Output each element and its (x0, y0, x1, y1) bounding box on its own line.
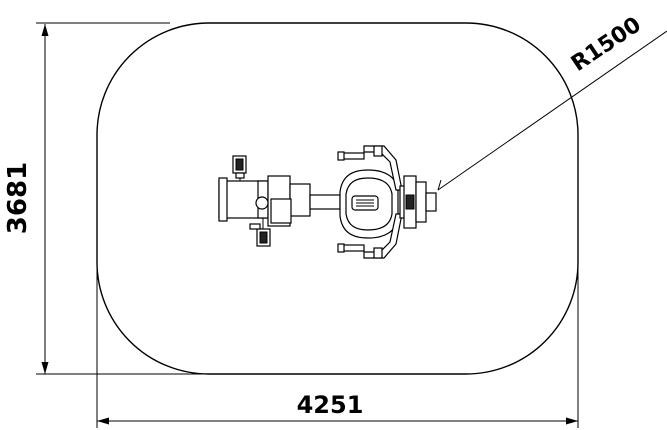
height-label: 3681 (3, 162, 33, 234)
width-dimension (96, 256, 579, 428)
radius-leader (437, 30, 667, 191)
width-label: 4251 (297, 391, 364, 419)
height-dimension (36, 22, 220, 375)
radius-label: R1500 (567, 12, 646, 76)
safety-area-outline (96, 22, 579, 375)
equipment-top-view (218, 145, 437, 259)
